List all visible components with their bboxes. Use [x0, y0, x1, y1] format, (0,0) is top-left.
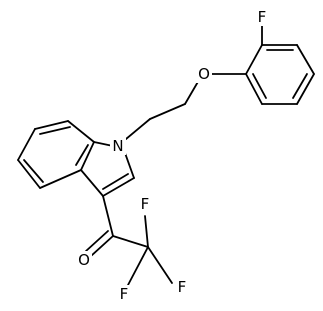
fluorine-1-label: F	[141, 195, 150, 213]
oxygen-carbonyl-label: O	[78, 251, 90, 269]
bond-aryl-double-2	[292, 73, 308, 99]
bond-cf3-f1	[144, 215, 149, 248]
bond-methylene-nitrogen	[125, 118, 151, 140]
bond-oxygen-methylene	[184, 79, 200, 105]
bond-c3-c3a	[80, 169, 104, 197]
bond-c5-c4	[17, 159, 41, 189]
bond-c3a-c7a	[80, 141, 95, 171]
atom-labels: F O N O F F F	[76, 8, 270, 303]
bond-c2-c3	[102, 177, 135, 197]
bond-carbonyl-oxygen	[90, 235, 114, 257]
fluorine-2-label: F	[178, 278, 187, 296]
bond-aryl-1	[245, 44, 263, 75]
bond-carbonyl-oxygen-double	[85, 230, 109, 252]
bond-ethylene	[149, 103, 186, 120]
fluorine-3-label: F	[120, 285, 129, 303]
bond-c3-carbonyl	[102, 195, 114, 237]
bond-benzo-double-2	[23, 159, 44, 183]
bond-benzo-double-1	[39, 126, 71, 135]
bond-cf3-f3	[127, 246, 149, 286]
bond-c7-c6	[34, 120, 69, 130]
bond-c7a-c7	[67, 120, 95, 143]
bond-benzo-double-3	[75, 144, 89, 166]
nitrogen-indole-label: N	[112, 137, 123, 155]
bond-n1-c2	[124, 152, 135, 179]
bond-aryl-3	[296, 44, 315, 75]
bond-aryl-4	[296, 73, 315, 105]
bond-carbonyl-cf3	[112, 235, 149, 248]
bond-c6-c5	[17, 128, 36, 161]
fluorine-aryl-label: F	[258, 8, 267, 26]
bond-aryl-6	[245, 73, 263, 105]
bond-aryl-double-3	[252, 73, 267, 99]
bond-c4-c3a	[39, 169, 82, 189]
bond-cf3-f2	[147, 246, 173, 284]
bonds	[17, 23, 315, 286]
bond-c7a-n1	[93, 141, 114, 147]
oxygen-ether-label: O	[198, 65, 210, 83]
bond-c2-c3-double	[102, 173, 129, 190]
